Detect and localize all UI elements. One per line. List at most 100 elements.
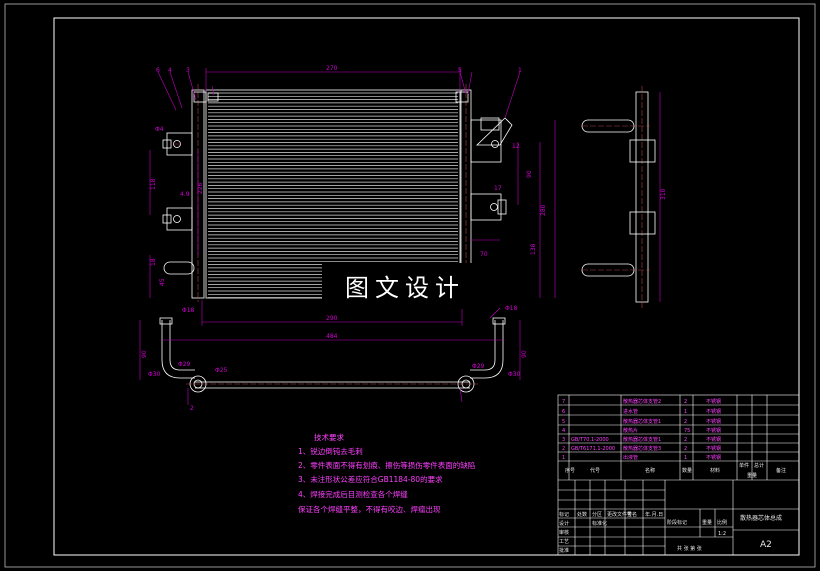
balloon-4: 4: [168, 67, 172, 74]
dim-4-9: 4.9: [180, 191, 190, 198]
title-block-label: 阶段标记: [667, 519, 687, 526]
notes-title: 技术要求: [314, 432, 344, 442]
bom-cell-no: 6: [562, 409, 565, 415]
note-line-3: 3、未注形状公差应符合GB1184-80的要求: [298, 474, 443, 484]
title-block-label: 工艺: [559, 539, 569, 545]
title-block-label: 比例: [717, 519, 727, 526]
bom-cell-name: 进水管: [623, 408, 638, 415]
dim-phi29-b: Φ29: [472, 363, 485, 370]
bom-header-weight: 重量: [747, 472, 757, 479]
balloon-3: 3: [186, 67, 190, 74]
side-view: [581, 86, 656, 308]
dim-phi18-a: Φ18: [182, 307, 195, 314]
bom-cell-no: 3: [562, 437, 565, 443]
bom-cell-code: GB/T70.1-2000: [571, 437, 609, 443]
title-block-label: 标记: [559, 511, 569, 518]
bom-cell-name: 出液管: [623, 454, 638, 461]
dim-pipe-90-a: 90: [141, 350, 148, 358]
bom-cell-name: 散热片: [623, 427, 638, 434]
title-block-label: 标准化: [592, 520, 607, 527]
title-block-label: 审核: [559, 529, 569, 536]
dim-138: 138: [530, 243, 537, 255]
dim-overall-width: 484: [326, 333, 338, 340]
right-bracket-lower: [470, 193, 502, 221]
bom-cell-mat: 不锈钢: [706, 427, 721, 434]
bom-header-mat: 材料: [710, 467, 720, 474]
dim-phi29-a: Φ29: [178, 361, 191, 368]
dim-top-width: 270: [326, 65, 338, 72]
title-block-label: 年.月.日: [645, 511, 663, 518]
bom-cell-qty: 2: [684, 419, 687, 425]
title-block-label: 处数: [577, 511, 587, 518]
dim-height-right: 280: [540, 204, 547, 216]
bom-cell-no: 4: [562, 428, 565, 434]
left-bracket-mid: [166, 207, 193, 231]
balloon-1: 1: [518, 67, 522, 74]
title-block-label: 更改文件号: [607, 511, 632, 518]
note-line-4: 4、焊接完成后目测检查各个焊缝: [298, 489, 408, 499]
balloon-5: 5: [458, 67, 462, 74]
watermark-text: 图文设计: [345, 274, 465, 302]
bom-header-name: 名称: [645, 467, 655, 474]
bom-cell-mat: 不锈钢: [706, 398, 721, 405]
dim-phi18-b: Φ18: [505, 305, 518, 312]
dim-17: 17: [494, 185, 502, 192]
bom-cell-qty: 2: [684, 446, 687, 452]
bom-header-code: 代号: [590, 467, 600, 474]
note-line-2: 2、零件表面不得有划痕、擦伤等损伤零件表面的缺陷: [298, 460, 475, 470]
fin-lines: [208, 92, 458, 298]
bom-header-remark: 备注: [776, 467, 786, 474]
title-block-label: 签名: [627, 511, 637, 518]
title-block-label: 分区: [592, 511, 602, 518]
bom-cell-qty: 75: [684, 428, 690, 434]
bom-cell-no: 2: [562, 446, 565, 452]
bom-cell-mat: 不锈钢: [706, 418, 721, 425]
dim-height-left: 226: [197, 182, 204, 194]
dim-18: 18: [150, 258, 157, 266]
dim-45: 45: [159, 278, 166, 286]
bom-cell-no: 1: [562, 455, 565, 461]
bom-header-no: 序号: [565, 467, 575, 474]
bom-header-total: 总计: [754, 462, 764, 469]
dim-phi25: Φ25: [215, 367, 228, 374]
bom-cell-no: 7: [562, 399, 565, 405]
dim-12: 12: [512, 143, 520, 150]
bom-cell-mat: 不锈钢: [706, 436, 721, 443]
title-block-label: 设计: [559, 520, 569, 527]
bom-cell-no: 5: [562, 419, 565, 425]
drawing-name: 散热器芯体总成: [740, 514, 782, 522]
dim-height-side: 310: [660, 188, 667, 200]
bom-cell-name: 散热器芯体支管2: [623, 398, 661, 405]
inner-frame: [53, 17, 800, 556]
scale-value: 1:2: [718, 531, 726, 537]
bom-header-single: 单件: [739, 462, 749, 469]
bom-cell-name: 散热器芯体支管1: [623, 436, 661, 443]
bom-cell-qty: 2: [684, 437, 687, 443]
dim-pipe-90-b: 90: [521, 350, 528, 358]
sheet-size: A2: [760, 540, 772, 550]
bom-cell-mat: 不锈钢: [706, 445, 721, 452]
right-bracket: [470, 119, 502, 163]
dim-phi30-b: Φ30: [508, 371, 521, 378]
balloon-6: 6: [156, 67, 160, 74]
dim-118: 118: [150, 178, 157, 190]
dim-slot-width: 290: [326, 315, 338, 322]
dim-phi4: Φ4: [155, 126, 164, 133]
title-block-frame: [557, 394, 800, 556]
bom-cell-qty: 2: [684, 399, 687, 405]
outer-frame: [4, 3, 816, 568]
bom-cell-name: 散热器芯体支管3: [623, 445, 661, 452]
title-block-labels: 标记处数分区更改文件号签名年.月.日设计标准化审核工艺批准阶段标记重量比例共 张…: [559, 511, 727, 554]
bom-cell-mat: 不锈钢: [706, 454, 721, 461]
bom-cell-qty: 1: [684, 455, 687, 461]
dim-90: 90: [526, 170, 533, 178]
dim-phi30-a: Φ30: [148, 371, 161, 378]
bom-cell-qty: 1: [684, 409, 687, 415]
note-line-5: 保证各个焊缝平整，不得有咬边、焊瘤出现: [298, 504, 441, 514]
bom-cell-code: GB/T6171.1-2000: [571, 446, 615, 452]
bom-cell-name: 散热器芯体支管1: [623, 418, 661, 425]
left-bracket-top: [166, 132, 193, 156]
title-block-label: 重量: [702, 519, 712, 526]
watermark-box: [322, 263, 492, 309]
